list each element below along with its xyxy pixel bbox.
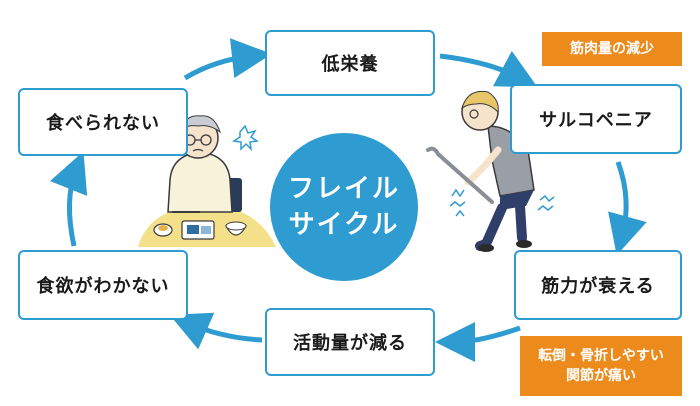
node-low-nutrition: 低栄養 bbox=[265, 30, 435, 96]
title-line1: フレイル bbox=[287, 174, 400, 204]
arrow-appetite-to-cannot-eat bbox=[50, 151, 88, 247]
callout-muscle-loss: 筋肉量の減少 bbox=[542, 32, 682, 66]
callout-fall-line2: 関節が痛い bbox=[566, 368, 636, 384]
arrow-nutrition-to-sarcopenia bbox=[439, 50, 538, 88]
node-no-appetite: 食欲がわかない bbox=[18, 250, 188, 320]
node-sarcopenia: サルコペニア bbox=[510, 84, 682, 154]
arrow-sarcopenia-to-muscle bbox=[608, 161, 647, 256]
title-line2: サイクル bbox=[288, 210, 400, 240]
node-sarcopenia-label: サルコペニア bbox=[539, 110, 653, 131]
callout-muscle-loss-label: 筋肉量の減少 bbox=[570, 41, 654, 57]
arrow-activity-to-appetite bbox=[169, 312, 263, 350]
callout-fall-line1: 転倒・骨折しやすい bbox=[538, 348, 664, 364]
node-low-nutrition-label: 低栄養 bbox=[321, 54, 379, 75]
node-less-activity-label: 活動量が減る bbox=[293, 333, 407, 354]
arrow-cannot-eat-to-nutrition bbox=[183, 38, 272, 81]
frailty-cycle-title: フレイル サイクル bbox=[270, 133, 418, 281]
node-less-activity: 活動量が減る bbox=[265, 308, 435, 376]
arrow-muscle-to-activity bbox=[435, 321, 521, 362]
callout-fall-risk: 転倒・骨折しやすい 関節が痛い bbox=[520, 336, 682, 396]
node-muscle-weak: 筋力が衰える bbox=[514, 250, 682, 320]
node-cannot-eat: 食べられない bbox=[18, 88, 188, 156]
node-muscle-weak-label: 筋力が衰える bbox=[541, 276, 655, 297]
node-no-appetite-label: 食欲がわかない bbox=[36, 276, 170, 297]
node-cannot-eat-label: 食べられない bbox=[46, 113, 160, 134]
elderly-eating-illustration bbox=[138, 115, 276, 247]
